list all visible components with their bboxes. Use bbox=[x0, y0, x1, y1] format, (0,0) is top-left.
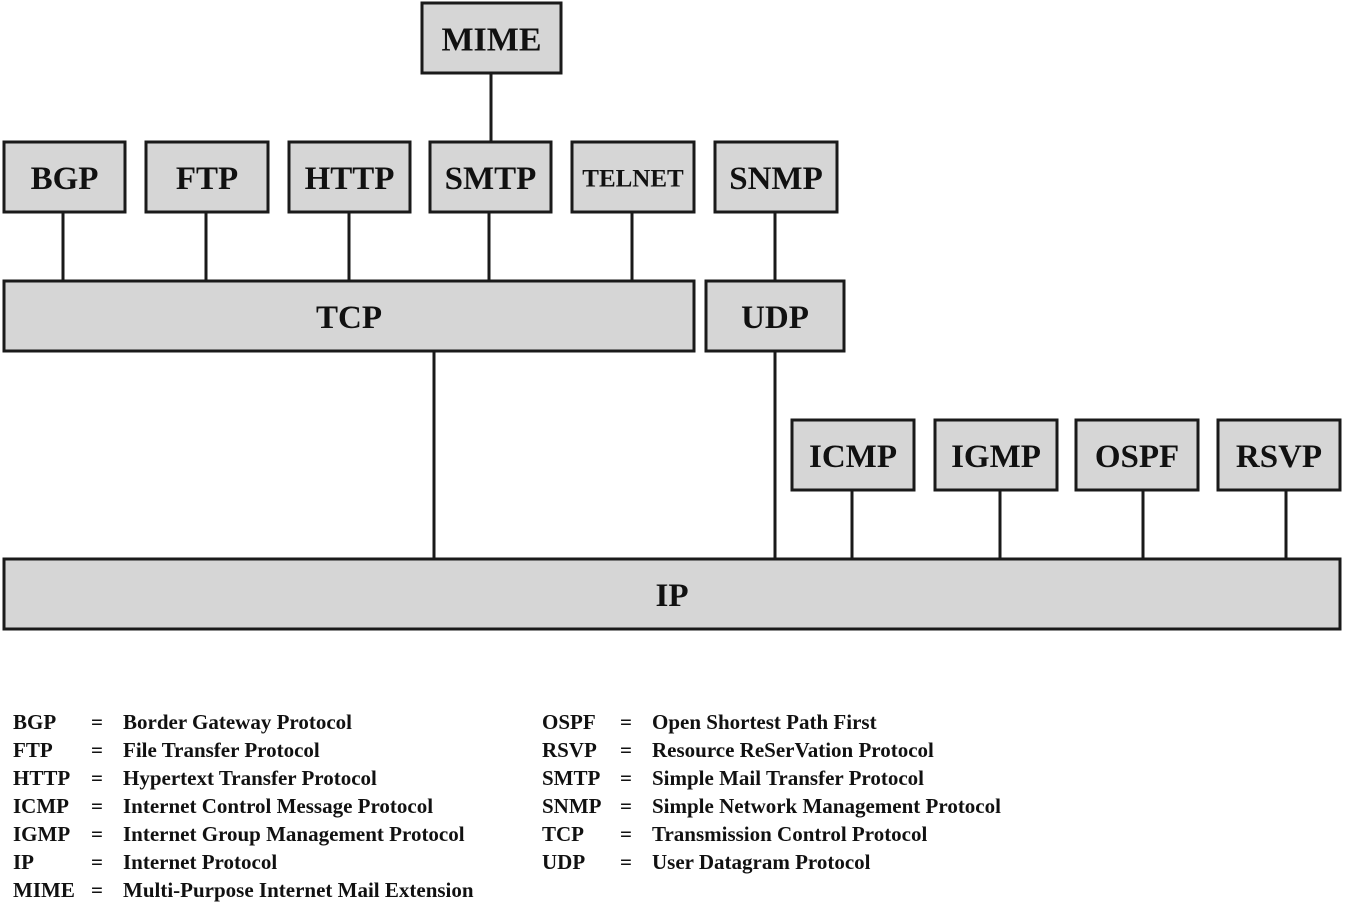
legend-abbr: SNMP bbox=[542, 794, 602, 818]
legend-definition: Multi-Purpose Internet Mail Extension bbox=[123, 878, 474, 902]
node-box-ip bbox=[2, 557, 1342, 631]
node-label-bgp: BGP bbox=[31, 161, 99, 197]
node-label-ospf: OSPF bbox=[1095, 439, 1179, 475]
node-snmp: SNMP bbox=[713, 140, 839, 214]
node-box-telnet bbox=[570, 140, 696, 214]
legend-abbr: BGP bbox=[13, 710, 57, 734]
node-label-ftp: FTP bbox=[176, 161, 238, 197]
legend-definition: Transmission Control Protocol bbox=[652, 822, 928, 846]
node-label-icmp: ICMP bbox=[809, 439, 897, 475]
legend-equals: = bbox=[91, 766, 103, 790]
legend-abbr: OSPF bbox=[542, 710, 596, 734]
node-box-bgp bbox=[2, 140, 127, 214]
node-tcp: TCP bbox=[2, 279, 696, 353]
legend-equals: = bbox=[620, 850, 632, 874]
connector-lines bbox=[61, 73, 1288, 559]
node-box-udp bbox=[704, 279, 846, 353]
legend-abbr: IP bbox=[13, 850, 34, 874]
node-bgp: BGP bbox=[2, 140, 127, 214]
node-mime: MIME bbox=[420, 1, 563, 75]
node-igmp: IGMP bbox=[933, 418, 1059, 492]
legend-definition: Simple Mail Transfer Protocol bbox=[652, 766, 924, 790]
legend-equals: = bbox=[620, 794, 632, 818]
legend-abbr: RSVP bbox=[542, 738, 597, 762]
node-http: HTTP bbox=[287, 140, 412, 214]
node-ip: IP bbox=[2, 557, 1342, 631]
legend-definition: Resource ReSerVation Protocol bbox=[652, 738, 934, 762]
legend-definition: User Datagram Protocol bbox=[652, 850, 871, 874]
node-label-udp: UDP bbox=[741, 300, 809, 336]
node-label-rsvp: RSVP bbox=[1236, 439, 1322, 475]
legend-definition: Simple Network Management Protocol bbox=[652, 794, 1001, 818]
node-box-mime bbox=[420, 1, 563, 75]
legend-abbr: HTTP bbox=[13, 766, 71, 790]
node-rsvp: RSVP bbox=[1216, 418, 1342, 492]
legend-definition: Internet Group Management Protocol bbox=[123, 822, 465, 846]
legend-abbr: SMTP bbox=[542, 766, 601, 790]
legend-equals: = bbox=[91, 794, 103, 818]
node-label-igmp: IGMP bbox=[951, 439, 1041, 475]
legend-equals: = bbox=[91, 878, 103, 902]
node-box-ospf bbox=[1074, 418, 1200, 492]
protocol-diagram: MIME BGP FTP HTTP SMTP TELNET SNMP TCP UDP ICMP IG… bbox=[2, 1, 1342, 631]
node-label-http: HTTP bbox=[305, 161, 395, 197]
node-label-smtp: SMTP bbox=[445, 161, 537, 197]
legend-equals: = bbox=[620, 766, 632, 790]
node-box-igmp bbox=[933, 418, 1059, 492]
node-icmp: ICMP bbox=[790, 418, 916, 492]
legend-definition: Border Gateway Protocol bbox=[123, 710, 353, 734]
node-box-smtp bbox=[428, 140, 553, 214]
node-label-mime: MIME bbox=[441, 22, 541, 59]
node-ftp: FTP bbox=[144, 140, 270, 214]
legend-equals: = bbox=[91, 710, 103, 734]
node-box-tcp bbox=[2, 279, 696, 353]
node-box-ftp bbox=[144, 140, 270, 214]
node-label-snmp: SNMP bbox=[729, 161, 823, 197]
legend-definition: Internet Control Message Protocol bbox=[123, 794, 434, 818]
legend-definition: File Transfer Protocol bbox=[123, 738, 320, 762]
node-ospf: OSPF bbox=[1074, 418, 1200, 492]
node-smtp: SMTP bbox=[428, 140, 553, 214]
legend-abbr: ICMP bbox=[13, 794, 69, 818]
legend-equals: = bbox=[620, 738, 632, 762]
node-label-tcp: TCP bbox=[316, 300, 382, 336]
legend-definition: Open Shortest Path First bbox=[652, 710, 877, 734]
legend-abbr: IGMP bbox=[13, 822, 71, 846]
node-box-snmp bbox=[713, 140, 839, 214]
legend-abbr: UDP bbox=[542, 850, 586, 874]
protocol-boxes: MIME BGP FTP HTTP SMTP TELNET SNMP TCP UDP ICMP IG… bbox=[2, 1, 1342, 631]
legend-equals: = bbox=[620, 710, 632, 734]
legend-equals: = bbox=[91, 738, 103, 762]
legend-definition: Internet Protocol bbox=[123, 850, 278, 874]
node-box-http bbox=[287, 140, 412, 214]
legend-definition: Hypertext Transfer Protocol bbox=[123, 766, 377, 790]
legend-equals: = bbox=[91, 850, 103, 874]
node-box-icmp bbox=[790, 418, 916, 492]
legend-abbr: TCP bbox=[542, 822, 584, 846]
node-label-telnet: TELNET bbox=[582, 166, 684, 193]
legend-equals: = bbox=[620, 822, 632, 846]
legend-equals: = bbox=[91, 822, 103, 846]
node-telnet: TELNET bbox=[570, 140, 696, 214]
legend-abbr: FTP bbox=[13, 738, 53, 762]
node-box-rsvp bbox=[1216, 418, 1342, 492]
node-label-ip: IP bbox=[656, 578, 689, 614]
node-udp: UDP bbox=[704, 279, 846, 353]
legend-abbr: MIME bbox=[13, 878, 75, 902]
